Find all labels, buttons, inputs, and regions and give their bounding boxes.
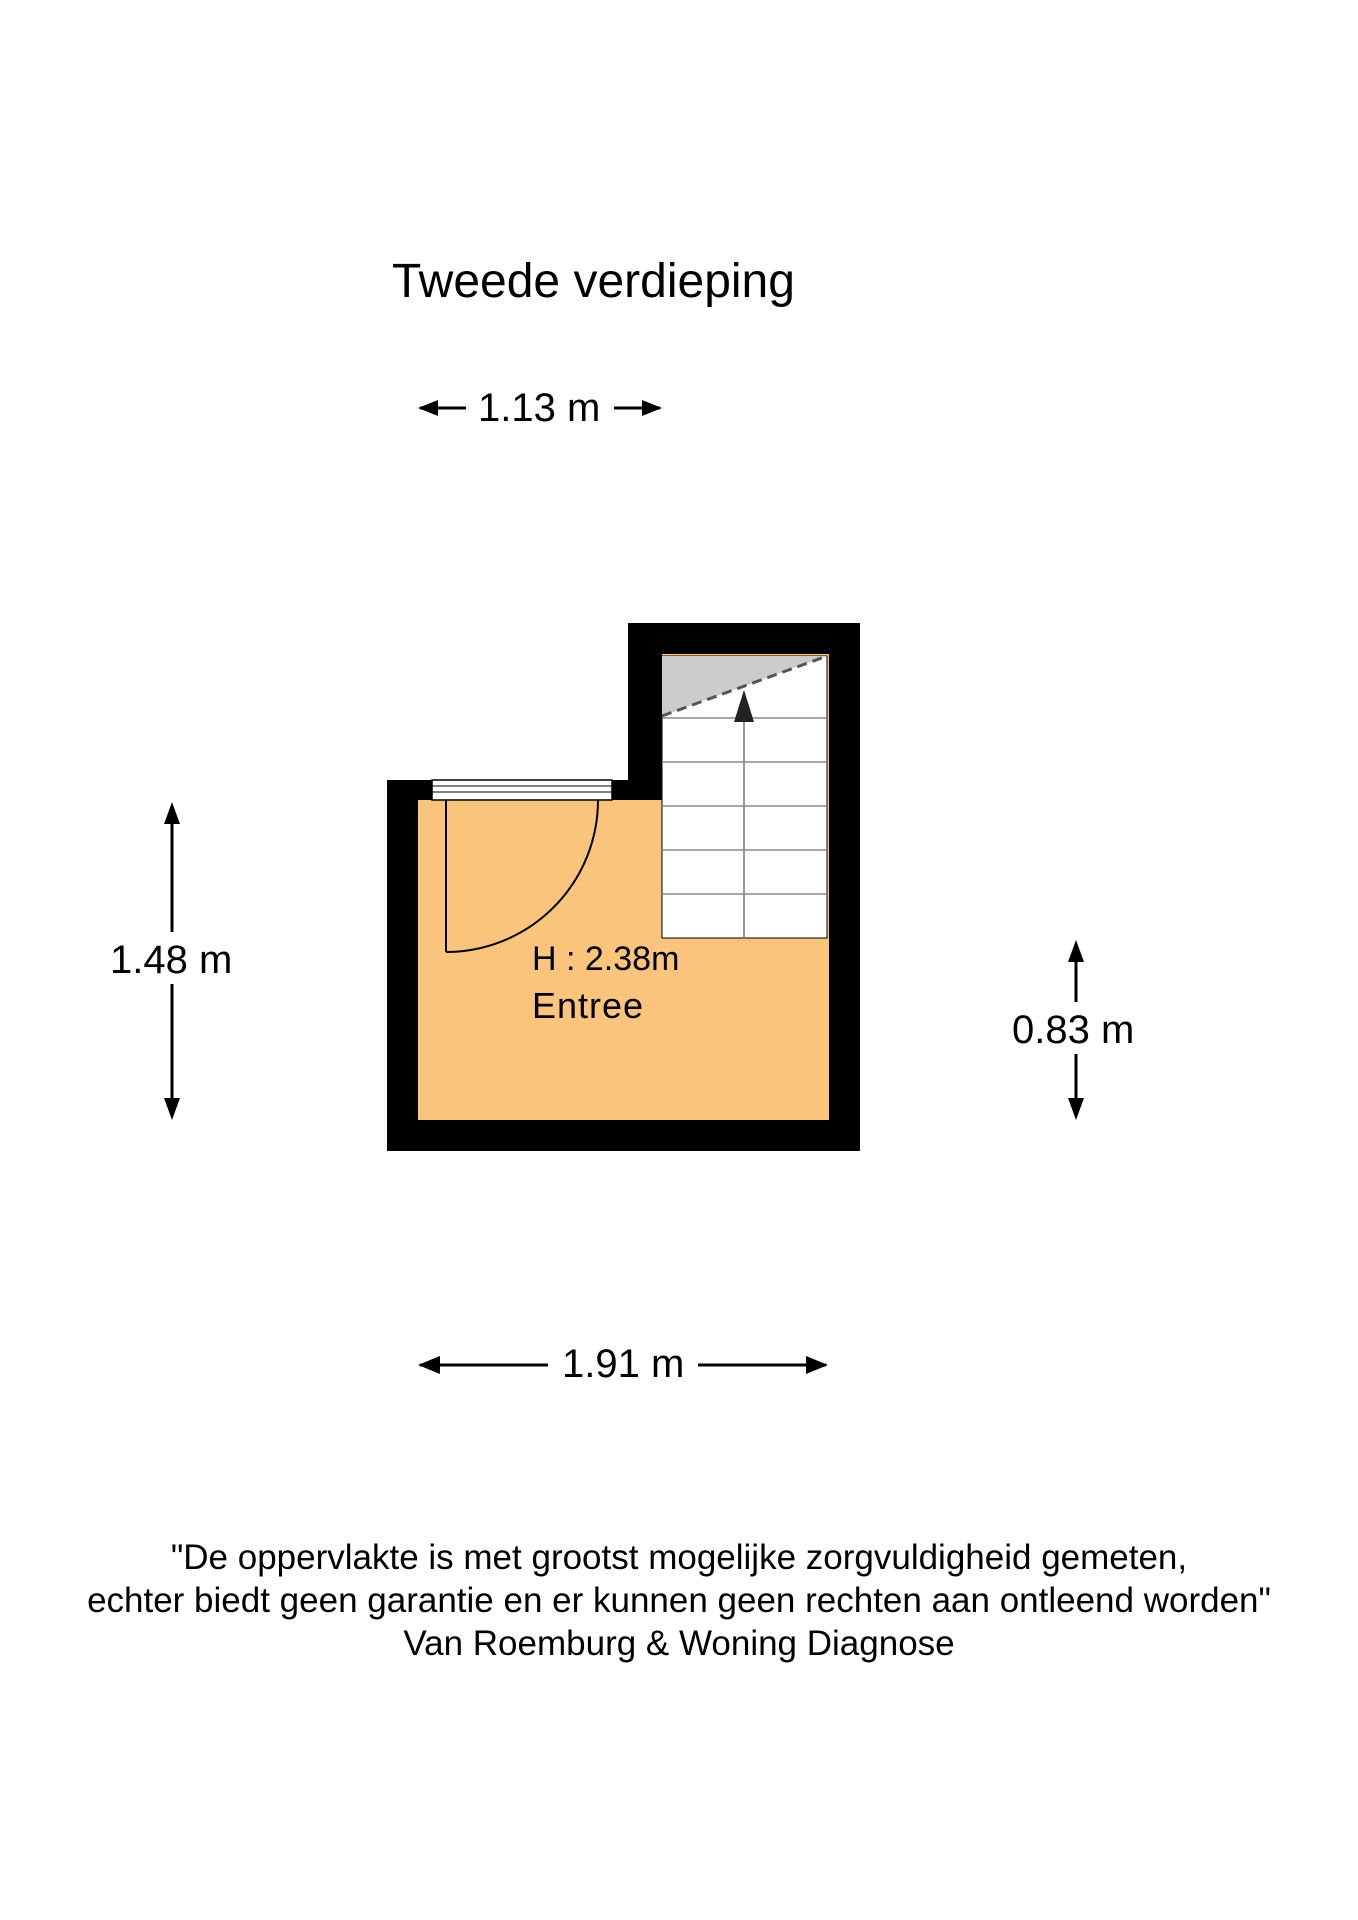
inner-wall <box>628 654 662 800</box>
window <box>431 779 613 801</box>
disclaimer-line-3: Van Roemburg & Woning Diagnose <box>403 1624 955 1663</box>
stair-arrow-icon <box>734 690 754 722</box>
dimension-right-label: 0.83 m <box>1012 1008 1135 1052</box>
room-name-label: Entree <box>532 985 645 1026</box>
disclaimer: "De oppervlakte is met grootst mogelijke… <box>0 1536 1358 1665</box>
dimension-bottom-arrows <box>418 1356 828 1374</box>
floor-title: Tweede verdieping <box>392 255 795 308</box>
dimension-left-arrows <box>164 802 180 1120</box>
dimension-top-label: 1.13 m <box>478 386 601 430</box>
dimension-bottom-label: 1.91 m <box>562 1342 685 1386</box>
staircase <box>661 654 828 939</box>
dimension-left-label: 1.48 m <box>110 938 233 982</box>
disclaimer-line-1: "De oppervlakte is met grootst mogelijke… <box>170 1538 1188 1577</box>
door-swing <box>445 799 599 953</box>
disclaimer-line-2: echter biedt geen garantie en er kunnen … <box>87 1581 1271 1620</box>
dimension-right-arrows <box>1068 940 1084 1120</box>
dimension-top-arrows <box>418 400 662 416</box>
room-height-label: H : 2.38m <box>532 940 680 978</box>
